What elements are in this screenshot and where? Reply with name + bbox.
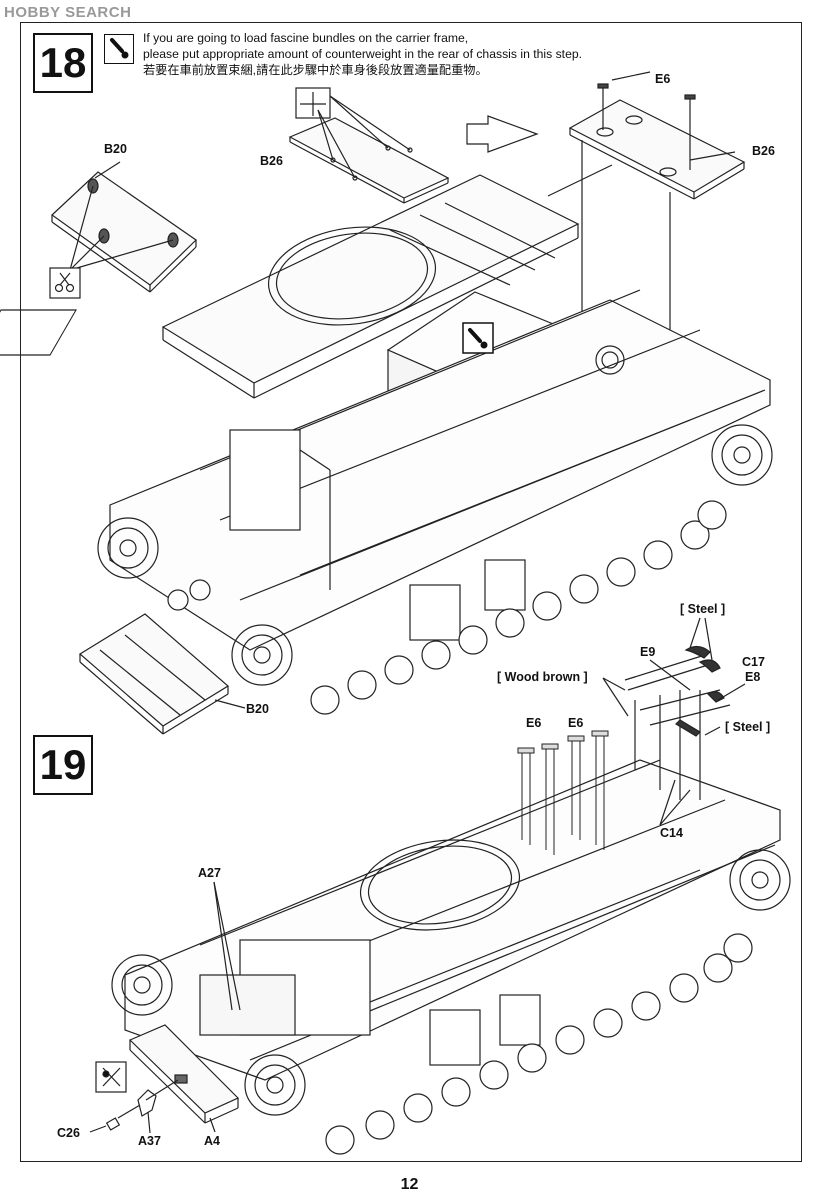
label-c17: C17 bbox=[742, 655, 765, 669]
label-b20-top: B20 bbox=[104, 142, 127, 156]
a4-plate bbox=[128, 1024, 240, 1133]
label-e6-a: E6 bbox=[526, 716, 542, 730]
label-e8: E8 bbox=[745, 670, 761, 684]
a37-part bbox=[137, 1079, 179, 1134]
label-c26: C26 bbox=[57, 1126, 80, 1140]
label-e6-b: E6 bbox=[568, 716, 584, 730]
page-number: 12 bbox=[400, 1176, 419, 1193]
step-18-number: 18 bbox=[33, 33, 93, 93]
chassis-step-18 bbox=[97, 289, 773, 715]
label-b26-left: B26 bbox=[260, 154, 283, 168]
label-steel-bottom: [ Steel ] bbox=[725, 720, 771, 734]
label-steel-top: [ Steel ] bbox=[680, 602, 726, 616]
label-e6-step18: E6 bbox=[655, 72, 671, 86]
c26-part bbox=[89, 1104, 141, 1133]
label-e9: E9 bbox=[640, 645, 656, 659]
b26-plate-right bbox=[547, 71, 746, 406]
step-19-number: 19 bbox=[33, 735, 93, 795]
b20-plate-bottom bbox=[78, 613, 246, 735]
chassis-step-19 bbox=[111, 759, 791, 1155]
glue-icon bbox=[95, 1061, 127, 1093]
attention-icon bbox=[104, 34, 134, 64]
b26-plate-left bbox=[288, 87, 450, 204]
note-line-2: please put appropriate amount of counter… bbox=[143, 47, 583, 61]
label-a27: A27 bbox=[198, 866, 221, 880]
label-wood-brown: [ Wood brown ] bbox=[497, 670, 588, 684]
attention-icon-box bbox=[462, 322, 494, 354]
direction-arrow bbox=[466, 115, 539, 153]
watermark: HOBBY SEARCH bbox=[4, 4, 132, 21]
label-a4: A4 bbox=[204, 1134, 220, 1148]
cutter-icon bbox=[49, 267, 81, 299]
e6-pins bbox=[517, 730, 609, 855]
page-frame bbox=[20, 22, 802, 1162]
label-b20-bottom: B20 bbox=[246, 702, 269, 716]
pioneer-tools bbox=[602, 617, 746, 826]
upper-deck-plate bbox=[0, 174, 580, 399]
label-a37: A37 bbox=[138, 1134, 161, 1148]
note-line-1: If you are going to load fascine bundles… bbox=[143, 31, 469, 45]
label-b26-right: B26 bbox=[752, 144, 775, 158]
label-c14: C14 bbox=[660, 826, 683, 840]
note-line-3: 若要在車前放置束綑,請在此步驟中於車身後段放置適量配重物。 bbox=[143, 63, 488, 77]
step-18-note: If you are going to load fascine bundles… bbox=[143, 30, 582, 78]
b20-plate-top bbox=[51, 161, 197, 293]
